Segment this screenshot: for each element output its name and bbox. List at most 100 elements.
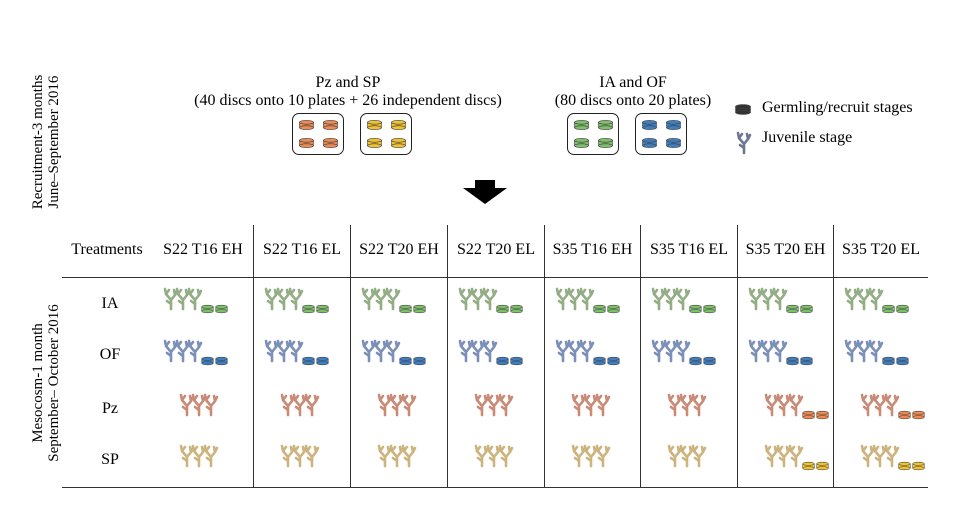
disc-icon — [367, 120, 382, 130]
disc-icon — [574, 138, 589, 148]
disc-icon — [912, 461, 925, 471]
column-header: S35 T20 EH — [745, 241, 826, 258]
disc-icon — [302, 304, 315, 314]
alga-icon — [860, 393, 900, 417]
row-header-of: OF — [99, 346, 121, 363]
disc-icon — [302, 356, 315, 366]
column-divider — [544, 225, 545, 488]
column-divider — [253, 225, 254, 488]
alga-icon — [844, 287, 884, 311]
alga-icon — [163, 339, 203, 363]
alga-icon — [264, 287, 304, 311]
alga-icon — [458, 339, 498, 363]
disc-icon — [391, 120, 406, 130]
plate-of — [635, 113, 687, 155]
alga-icon — [377, 444, 417, 468]
column-header: S22 T16 EL — [263, 241, 341, 258]
column-divider — [350, 225, 351, 488]
column-divider — [447, 225, 448, 488]
disc-icon — [800, 304, 813, 314]
disc-icon — [816, 461, 829, 471]
disc-icon — [593, 356, 606, 366]
juvenile-legend-label: Juvenile stage — [762, 129, 853, 146]
disc-icon — [898, 461, 911, 471]
disc-icon — [201, 356, 214, 366]
germling-legend-label: Germling/recruit stages — [762, 99, 913, 116]
alga-icon — [764, 393, 804, 417]
ia-of-group-title: IA and OF (80 discs onto 20 plates) — [535, 74, 731, 110]
ia-of-title: IA and OF — [599, 74, 667, 91]
mesocosm-label-line2: September– October 2016 — [46, 304, 62, 462]
disc-icon — [800, 356, 813, 366]
alga-icon — [377, 393, 417, 417]
disc-icon — [802, 410, 815, 420]
alga-icon — [651, 339, 691, 363]
disc-icon — [607, 304, 620, 314]
table-header-rule — [62, 277, 928, 278]
disc-icon — [689, 356, 702, 366]
disc-icon — [201, 304, 214, 314]
alga-icon — [555, 287, 595, 311]
table-bottom-rule — [62, 487, 928, 488]
alga-icon — [736, 131, 752, 155]
disc-icon — [896, 356, 909, 366]
disc-icon — [703, 356, 716, 366]
disc-icon — [593, 304, 606, 314]
disc-icon — [786, 356, 799, 366]
disc-icon — [642, 120, 657, 130]
alga-icon — [651, 287, 691, 311]
alga-icon — [280, 444, 320, 468]
alga-icon — [264, 339, 304, 363]
alga-icon — [571, 444, 611, 468]
alga-icon — [764, 444, 804, 468]
alga-icon — [571, 393, 611, 417]
disc-icon — [323, 138, 338, 148]
column-header: S22 T20 EL — [457, 241, 535, 258]
mesocosm-side-label: Mesocosm-1 month September– October 2016 — [30, 263, 70, 503]
alga-icon — [860, 444, 900, 468]
alga-icon — [667, 393, 707, 417]
disc-icon — [816, 410, 829, 420]
disc-icon — [496, 356, 509, 366]
disc-icon — [882, 356, 895, 366]
alga-icon — [844, 339, 884, 363]
column-header: S22 T20 EH — [359, 241, 439, 258]
alga-icon — [163, 287, 203, 311]
down-arrow-icon — [463, 180, 507, 204]
row-header-sp: SP — [101, 451, 119, 468]
disc-icon — [413, 356, 426, 366]
disc-icon — [215, 356, 228, 366]
disc-icon — [399, 356, 412, 366]
alga-icon — [179, 393, 219, 417]
disc-icon — [413, 304, 426, 314]
disc-icon — [510, 304, 523, 314]
row-header-pz: Pz — [102, 400, 118, 417]
alga-icon — [179, 444, 219, 468]
disc-icon — [367, 138, 382, 148]
disc-icon — [215, 304, 228, 314]
column-header: S35 T16 EH — [552, 241, 633, 258]
alga-icon — [361, 287, 401, 311]
plate-sp — [360, 113, 412, 155]
alga-icon — [474, 444, 514, 468]
recruitment-label-line1: Recruitment-3 months — [30, 74, 46, 210]
disc-icon — [896, 304, 909, 314]
disc-icon — [882, 304, 895, 314]
alga-icon — [280, 393, 320, 417]
plate-pz — [292, 113, 344, 155]
disc-icon — [574, 120, 589, 130]
disc-icon — [912, 410, 925, 420]
column-header: S35 T20 EL — [842, 241, 920, 258]
column-divider — [833, 225, 834, 488]
disc-icon — [735, 104, 751, 115]
recruitment-label-line2: June–September 2016 — [46, 75, 62, 209]
recruitment-side-label: Recruitment-3 months June–September 2016 — [30, 52, 70, 232]
mesocosm-label-line1: Mesocosm-1 month — [30, 323, 46, 443]
row-header-ia: IA — [101, 295, 119, 312]
alga-icon — [474, 393, 514, 417]
disc-icon — [299, 138, 314, 148]
disc-icon — [607, 356, 620, 366]
pz-sp-group-title: Pz and SP (40 discs onto 10 plates + 26 … — [170, 74, 526, 110]
disc-icon — [703, 304, 716, 314]
disc-icon — [598, 120, 613, 130]
